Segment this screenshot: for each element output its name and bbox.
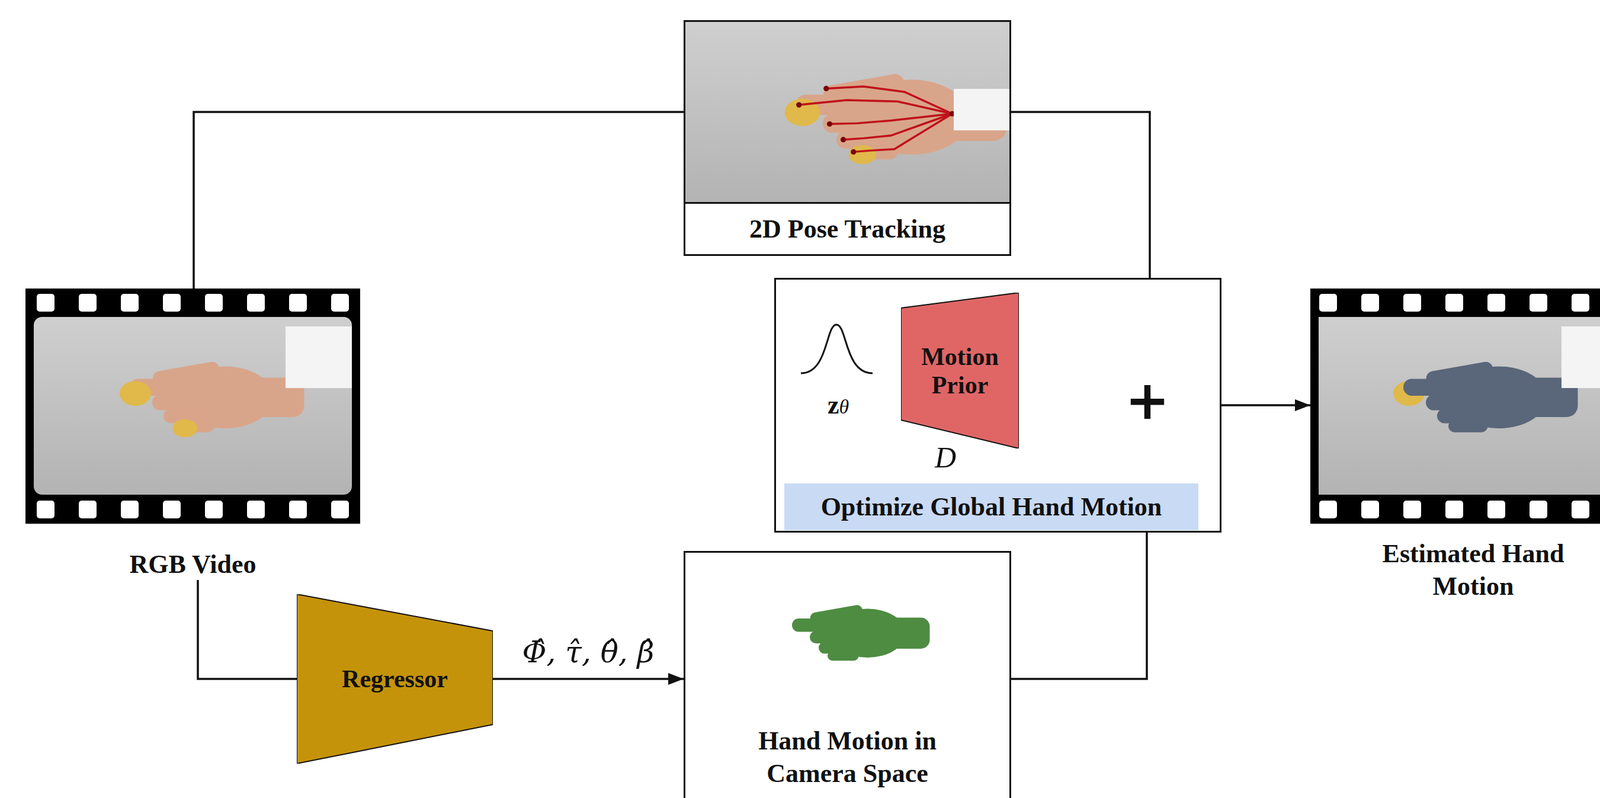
video-node: RGB Video bbox=[25, 288, 361, 580]
pose-image bbox=[685, 21, 1010, 204]
image-box: 2D Pose Tracking bbox=[683, 20, 1012, 256]
decoder-trapezoid: Motion Prior bbox=[900, 292, 1019, 449]
connector-line bbox=[1011, 532, 1147, 679]
process-box: Hand Motion in Camera Space bbox=[683, 550, 1012, 798]
node-label: Optimize Global Hand Motion bbox=[784, 483, 1199, 531]
hand-mesh bbox=[792, 604, 931, 661]
decoder-symbol: D bbox=[934, 440, 957, 475]
node-label: Motion Prior bbox=[900, 341, 1019, 400]
film-strip bbox=[1310, 288, 1600, 524]
connector-line bbox=[197, 579, 297, 679]
optimization-box: Optimize Global Hand Motion Motion Prior z… bbox=[774, 277, 1222, 533]
shape-fill bbox=[296, 594, 493, 764]
node-label: Hand Motion in Camera Space bbox=[720, 724, 974, 790]
video-node: Estimated Hand Motion bbox=[1310, 288, 1600, 597]
encoder-trapezoid: Regressor bbox=[296, 594, 493, 764]
edge-label: Φ̂, τ̂, θ̂, β̂ bbox=[519, 635, 657, 670]
film-strip bbox=[25, 288, 361, 524]
connector-line bbox=[193, 111, 684, 289]
node-label: 2D Pose Tracking bbox=[685, 201, 1010, 255]
node-label: Estimated Hand Motion bbox=[1354, 537, 1592, 603]
shape-outline bbox=[900, 292, 1019, 449]
gaussian-curve bbox=[800, 324, 873, 374]
shape-fill bbox=[900, 292, 1019, 449]
node-label: RGB Video bbox=[25, 549, 361, 580]
connector-line bbox=[1011, 111, 1150, 278]
node-label: Regressor bbox=[296, 664, 493, 694]
plus-symbol: + bbox=[1124, 369, 1170, 432]
connector-arrow bbox=[1221, 403, 1311, 407]
connector-arrow bbox=[492, 677, 684, 681]
latent-symbol: zθ bbox=[827, 389, 849, 420]
